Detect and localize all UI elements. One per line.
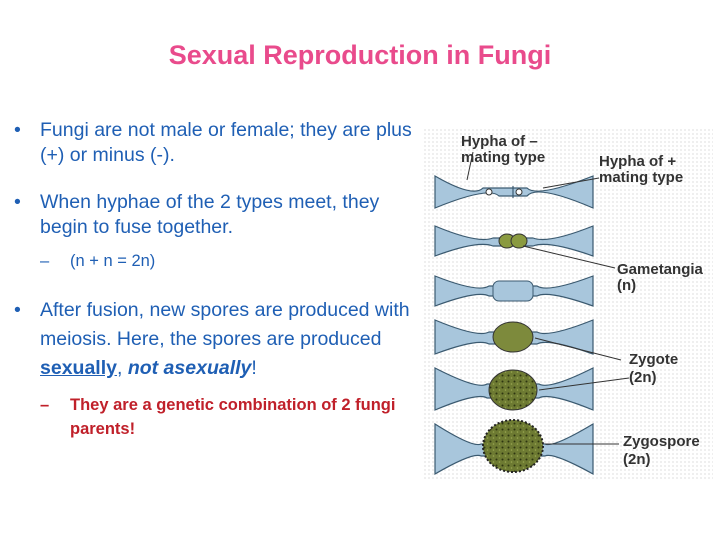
label-zygote: Zygote <box>629 351 679 368</box>
label-minus-hypha: Hypha of – mating type <box>461 133 546 166</box>
label-zygospore-ploidy: (2n) <box>623 451 651 468</box>
stage-1-hyphae <box>434 174 594 209</box>
stage-4-zygote <box>434 319 594 355</box>
label-plus-hypha: Hypha of + mating type <box>599 153 684 186</box>
label-zygote-ploidy: (2n) <box>629 369 657 386</box>
sub-bullet-3-text: They are a genetic combination of 2 fung… <box>70 396 396 438</box>
bullet-2-text: When hyphae of the 2 types meet, they be… <box>40 191 380 238</box>
stage-3-gametangia <box>434 275 594 307</box>
stage-5-zygote <box>434 367 594 411</box>
zygospore-diagram: Hypha of – mating type Hypha of + mating… <box>423 128 713 480</box>
sub-bullet-2-text: (n + n = 2n) <box>70 252 156 270</box>
label-zygospore: Zygospore <box>623 433 700 450</box>
emphasis-not-asexually: not asexually <box>127 357 252 379</box>
bullet-3: • After fusion, new spores are produced … <box>14 296 419 383</box>
label-pointer-lines <box>466 151 630 445</box>
label-gametangia: Gametangia <box>617 261 703 278</box>
bullet-1: • Fungi are not male or female; they are… <box>14 118 419 168</box>
sub-bullet-2: – (n + n = 2n) <box>14 250 419 272</box>
sub-bullet-dash: – <box>40 252 50 270</box>
slide-title: Sexual Reproduction in Fungi <box>168 40 552 70</box>
bullet-3-text: After fusion, new spores are produced wi… <box>40 299 410 350</box>
diagram-illustration <box>423 128 713 480</box>
sub-bullet-dash: – <box>40 396 50 414</box>
bullet-1-text: Fungi are not male or female; they are p… <box>40 119 412 166</box>
sub-bullet-3: – They are a genetic combination of 2 fu… <box>14 393 419 441</box>
bullet-3-end: ! <box>251 357 257 379</box>
bullet-2: • When hyphae of the 2 types meet, they … <box>14 190 419 240</box>
bullet-dot: • <box>14 299 21 321</box>
stage-2-hyphae <box>434 225 594 257</box>
bullet-dot: • <box>14 119 21 141</box>
bullet-3-mid: , <box>116 357 128 379</box>
stage-6-zygospore <box>434 419 594 476</box>
label-gametangia-ploidy: (n) <box>617 277 637 294</box>
bullet-dot: • <box>14 191 21 213</box>
bullet-list: • Fungi are not male or female; they are… <box>14 118 419 441</box>
emphasis-sexually: sexually <box>40 357 117 379</box>
